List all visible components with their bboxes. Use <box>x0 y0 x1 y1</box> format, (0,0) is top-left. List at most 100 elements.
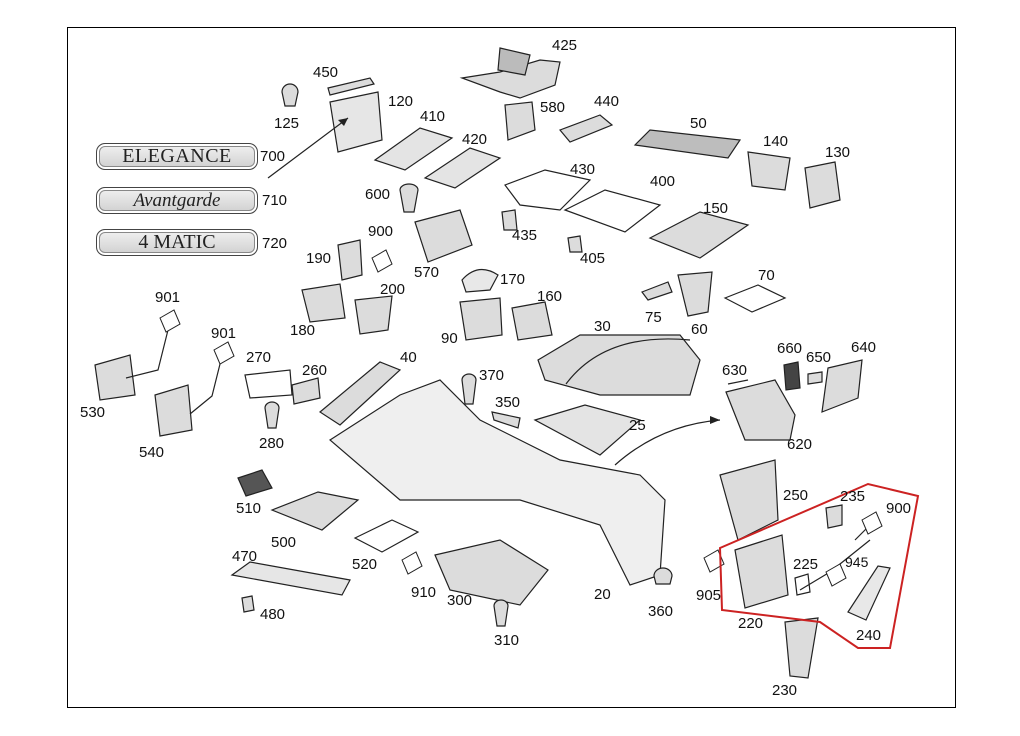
label-910: 910 <box>411 584 437 601</box>
tag-901-a <box>159 309 181 333</box>
label-150: 150 <box>703 200 729 217</box>
tag-910 <box>401 551 423 575</box>
part-440 <box>558 114 614 143</box>
part-235 <box>825 504 843 529</box>
part-25 <box>533 404 642 456</box>
label-140: 140 <box>763 133 789 150</box>
part-130 <box>804 161 841 209</box>
label-130: 130 <box>825 144 851 161</box>
part-120 <box>329 91 383 153</box>
badge-4matic: 4 MATIC <box>96 229 258 256</box>
label-430: 430 <box>570 161 596 178</box>
label-420: 420 <box>462 131 488 148</box>
label-40: 40 <box>400 349 417 366</box>
part-50 <box>633 129 742 159</box>
label-530: 530 <box>80 404 106 421</box>
part-140 <box>747 151 791 191</box>
part-60 <box>677 271 713 317</box>
part-640 <box>821 359 863 413</box>
label-190: 190 <box>306 250 332 267</box>
label-250: 250 <box>783 487 809 504</box>
part-410 <box>373 127 454 171</box>
label-310: 310 <box>494 632 520 649</box>
label-640: 640 <box>851 339 877 356</box>
part-180 <box>301 283 346 323</box>
part-620 <box>725 379 796 441</box>
tag-905 <box>703 549 725 573</box>
label-425: 425 <box>552 37 578 54</box>
label-405: 405 <box>580 250 606 267</box>
label-70: 70 <box>758 267 775 284</box>
part-360 <box>653 567 673 585</box>
label-235: 235 <box>840 488 866 505</box>
part-220 <box>734 534 789 609</box>
part-470 <box>230 561 351 596</box>
part-480 <box>241 595 255 613</box>
label-160: 160 <box>537 288 563 305</box>
label-270: 270 <box>246 349 272 366</box>
part-300 <box>434 539 549 606</box>
label-60: 60 <box>691 321 708 338</box>
tag-945 <box>825 563 847 587</box>
label-75: 75 <box>645 309 662 326</box>
label-25: 25 <box>629 417 646 434</box>
part-30 <box>537 334 701 396</box>
part-75 <box>641 281 673 301</box>
label-945: 945 <box>845 554 869 570</box>
label-901-a: 901 <box>155 289 181 306</box>
tag-900-a <box>371 249 393 273</box>
tag-901-b <box>213 341 235 365</box>
label-905: 905 <box>696 587 722 604</box>
label-50: 50 <box>690 115 707 132</box>
label-900-a: 900 <box>368 223 394 240</box>
label-410: 410 <box>420 108 446 125</box>
label-300: 300 <box>447 592 473 609</box>
part-270 <box>244 369 293 399</box>
part-150 <box>648 211 750 259</box>
part-540 <box>154 384 193 437</box>
part-370 <box>461 373 477 405</box>
label-600: 600 <box>365 186 391 203</box>
label-570: 570 <box>414 264 440 281</box>
part-650 <box>807 371 823 385</box>
part-200 <box>354 295 393 335</box>
label-360: 360 <box>648 603 674 620</box>
label-125: 125 <box>274 115 300 132</box>
part-400 <box>563 189 662 233</box>
part-225 <box>794 573 811 596</box>
part-160 <box>511 301 553 341</box>
part-260 <box>291 377 321 405</box>
label-230: 230 <box>772 682 798 699</box>
label-240: 240 <box>856 627 882 644</box>
part-170 <box>461 269 499 293</box>
label-220: 220 <box>738 615 764 632</box>
label-200: 200 <box>380 281 406 298</box>
part-510 <box>237 469 273 497</box>
label-435: 435 <box>512 227 538 244</box>
label-370: 370 <box>479 367 505 384</box>
label-400: 400 <box>650 173 676 190</box>
label-710: 710 <box>262 192 288 209</box>
label-660: 660 <box>777 340 803 357</box>
part-90 <box>459 297 503 341</box>
part-240 <box>847 565 891 621</box>
label-90: 90 <box>441 330 458 347</box>
part-190 <box>337 239 363 281</box>
part-405 <box>567 235 583 253</box>
label-520: 520 <box>352 556 378 573</box>
part-20 <box>328 379 666 586</box>
tag-900-b <box>861 511 883 535</box>
part-230 <box>784 617 819 679</box>
label-650: 650 <box>806 349 832 366</box>
part-125 <box>281 83 299 107</box>
part-350 <box>491 411 521 429</box>
part-420 <box>423 147 502 189</box>
label-280: 280 <box>259 435 285 452</box>
label-260: 260 <box>302 362 328 379</box>
part-70 <box>723 284 787 313</box>
label-350: 350 <box>495 394 521 411</box>
label-630: 630 <box>722 362 748 379</box>
badge-elegance: ELEGANCE <box>96 143 258 170</box>
part-250 <box>719 459 779 541</box>
part-530 <box>94 354 136 401</box>
